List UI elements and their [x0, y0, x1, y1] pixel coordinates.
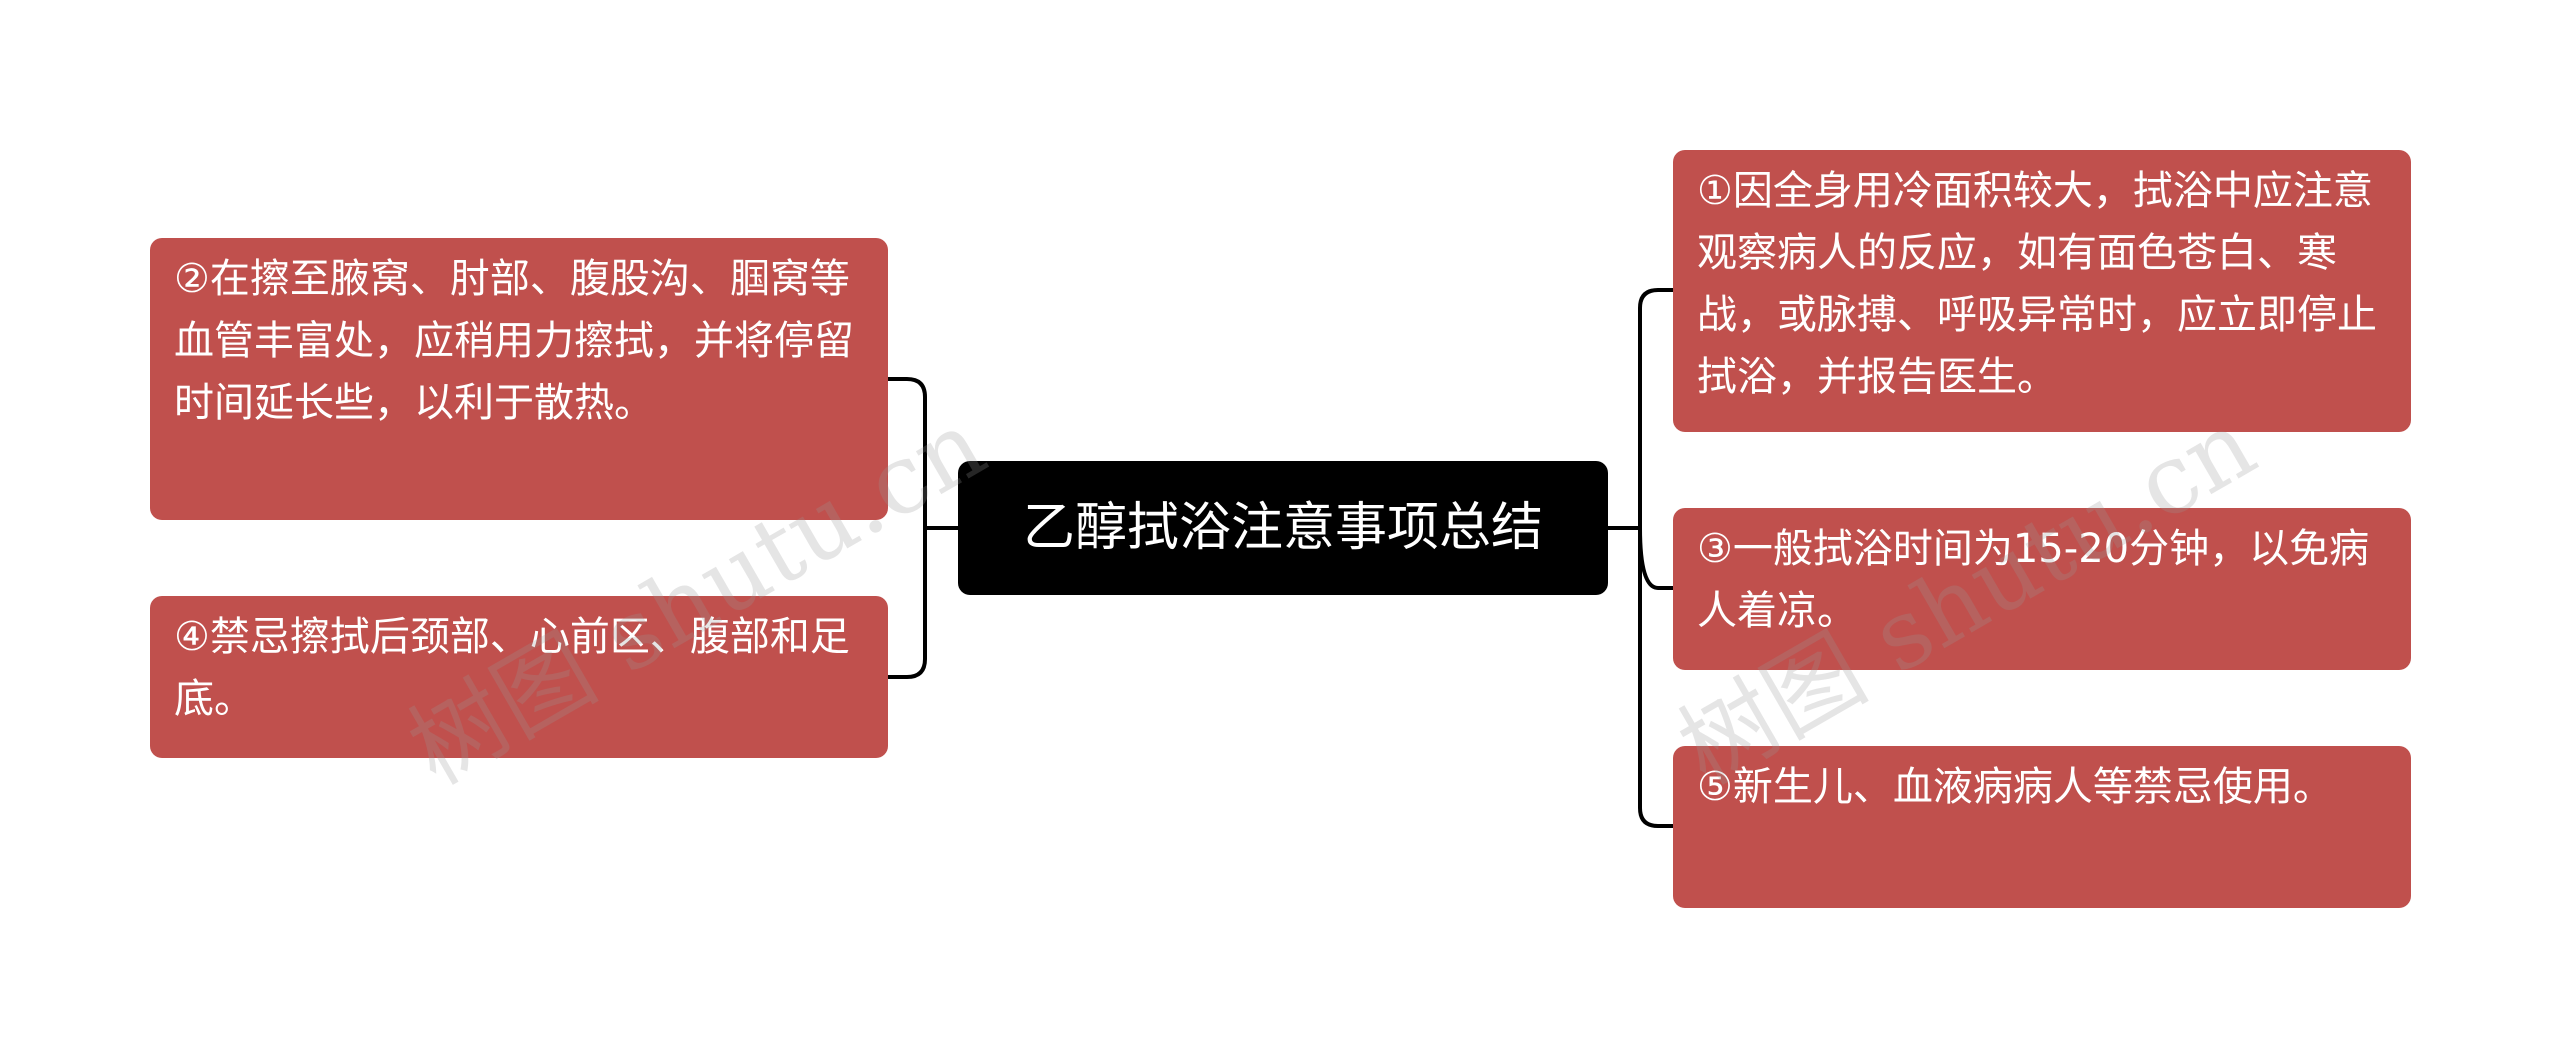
connector-right-bracket — [1638, 288, 1673, 828]
branch-node-1[interactable]: ①因全身用冷面积较大，拭浴中应注意观察病人的反应，如有面色苍白、寒战，或脉搏、呼… — [1673, 150, 2411, 432]
central-topic[interactable]: 乙醇拭浴注意事项总结 — [958, 461, 1608, 595]
branch-node-4[interactable]: ④禁忌擦拭后颈部、心前区、腹部和足底。 — [150, 596, 888, 758]
branch-node-5[interactable]: ⑤新生儿、血液病病人等禁忌使用。 — [1673, 746, 2411, 908]
connector-left-bracket — [888, 377, 927, 679]
branch-node-3[interactable]: ③一般拭浴时间为15-20分钟，以免病人着凉。 — [1673, 508, 2411, 670]
branch-node-2[interactable]: ②在擦至腋窝、肘部、腹股沟、腘窝等血管丰富处，应稍用力擦拭，并将停留时间延长些，… — [150, 238, 888, 520]
connector-right-middle — [1638, 527, 1673, 590]
